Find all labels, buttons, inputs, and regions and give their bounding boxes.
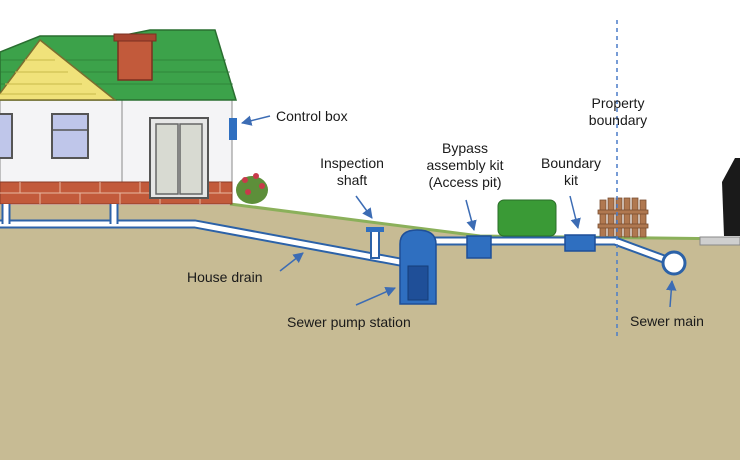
window-middle [51,113,89,159]
inspection-shaft [366,227,384,259]
arrow-bypass-kit [465,199,477,232]
roof-gable [0,38,118,101]
property-boundary-label: Property boundary [580,95,656,129]
chimney-cap [113,33,157,42]
inspection-shaft-label: Inspection shaft [316,155,388,189]
pressure-pipe [432,236,674,267]
flower-bush [236,173,268,204]
bypass-kit-label-line2: assembly kit [426,157,504,173]
ground-soil [0,205,740,460]
property-boundary-label-line1: Property [591,95,645,111]
front-door-right [179,123,203,195]
boundary-kit-label-line2: kit [564,172,578,188]
arrow-house-drain [279,252,304,272]
sewer-main-label: Sewer main [630,313,704,329]
arrow-sewer-pump-station [355,286,396,306]
arrow-sewer-main [666,279,677,308]
arrow-boundary-kit [569,195,581,230]
sewer-pump-station [399,229,437,305]
hedge [497,199,557,237]
gable-siding [0,59,96,95]
sewer-pump-station-label: Sewer pump station [287,314,411,330]
arrow-control-box [240,115,271,126]
inspection-shaft-label-line2: shaft [336,172,368,188]
boundary-kit-label: Boundary kit [534,155,608,189]
inspection-shaft-label-line1: Inspection [320,155,384,171]
road [699,236,740,246]
car [722,158,740,236]
control-box [229,118,237,140]
house-drain-label: House drain [187,269,263,285]
house [0,29,238,205]
chimney [117,37,153,81]
property-boundary-label-line2: boundary [588,112,648,128]
bypass-kit-label: Bypass assembly kit (Access pit) [414,140,516,191]
window-left [0,113,13,159]
control-box-label: Control box [276,108,348,124]
bypass-assembly-kit [466,235,492,259]
bypass-kit-label-line3: (Access pit) [428,174,502,190]
front-door-left [155,123,179,195]
fence [597,197,649,238]
boundary-kit [564,234,596,252]
arrow-inspection-shaft [355,195,373,219]
boundary-kit-label-line1: Boundary [541,155,601,171]
bypass-kit-label-line1: Bypass [442,140,488,156]
sewer-main [661,250,687,276]
leader-arrows [240,115,677,308]
